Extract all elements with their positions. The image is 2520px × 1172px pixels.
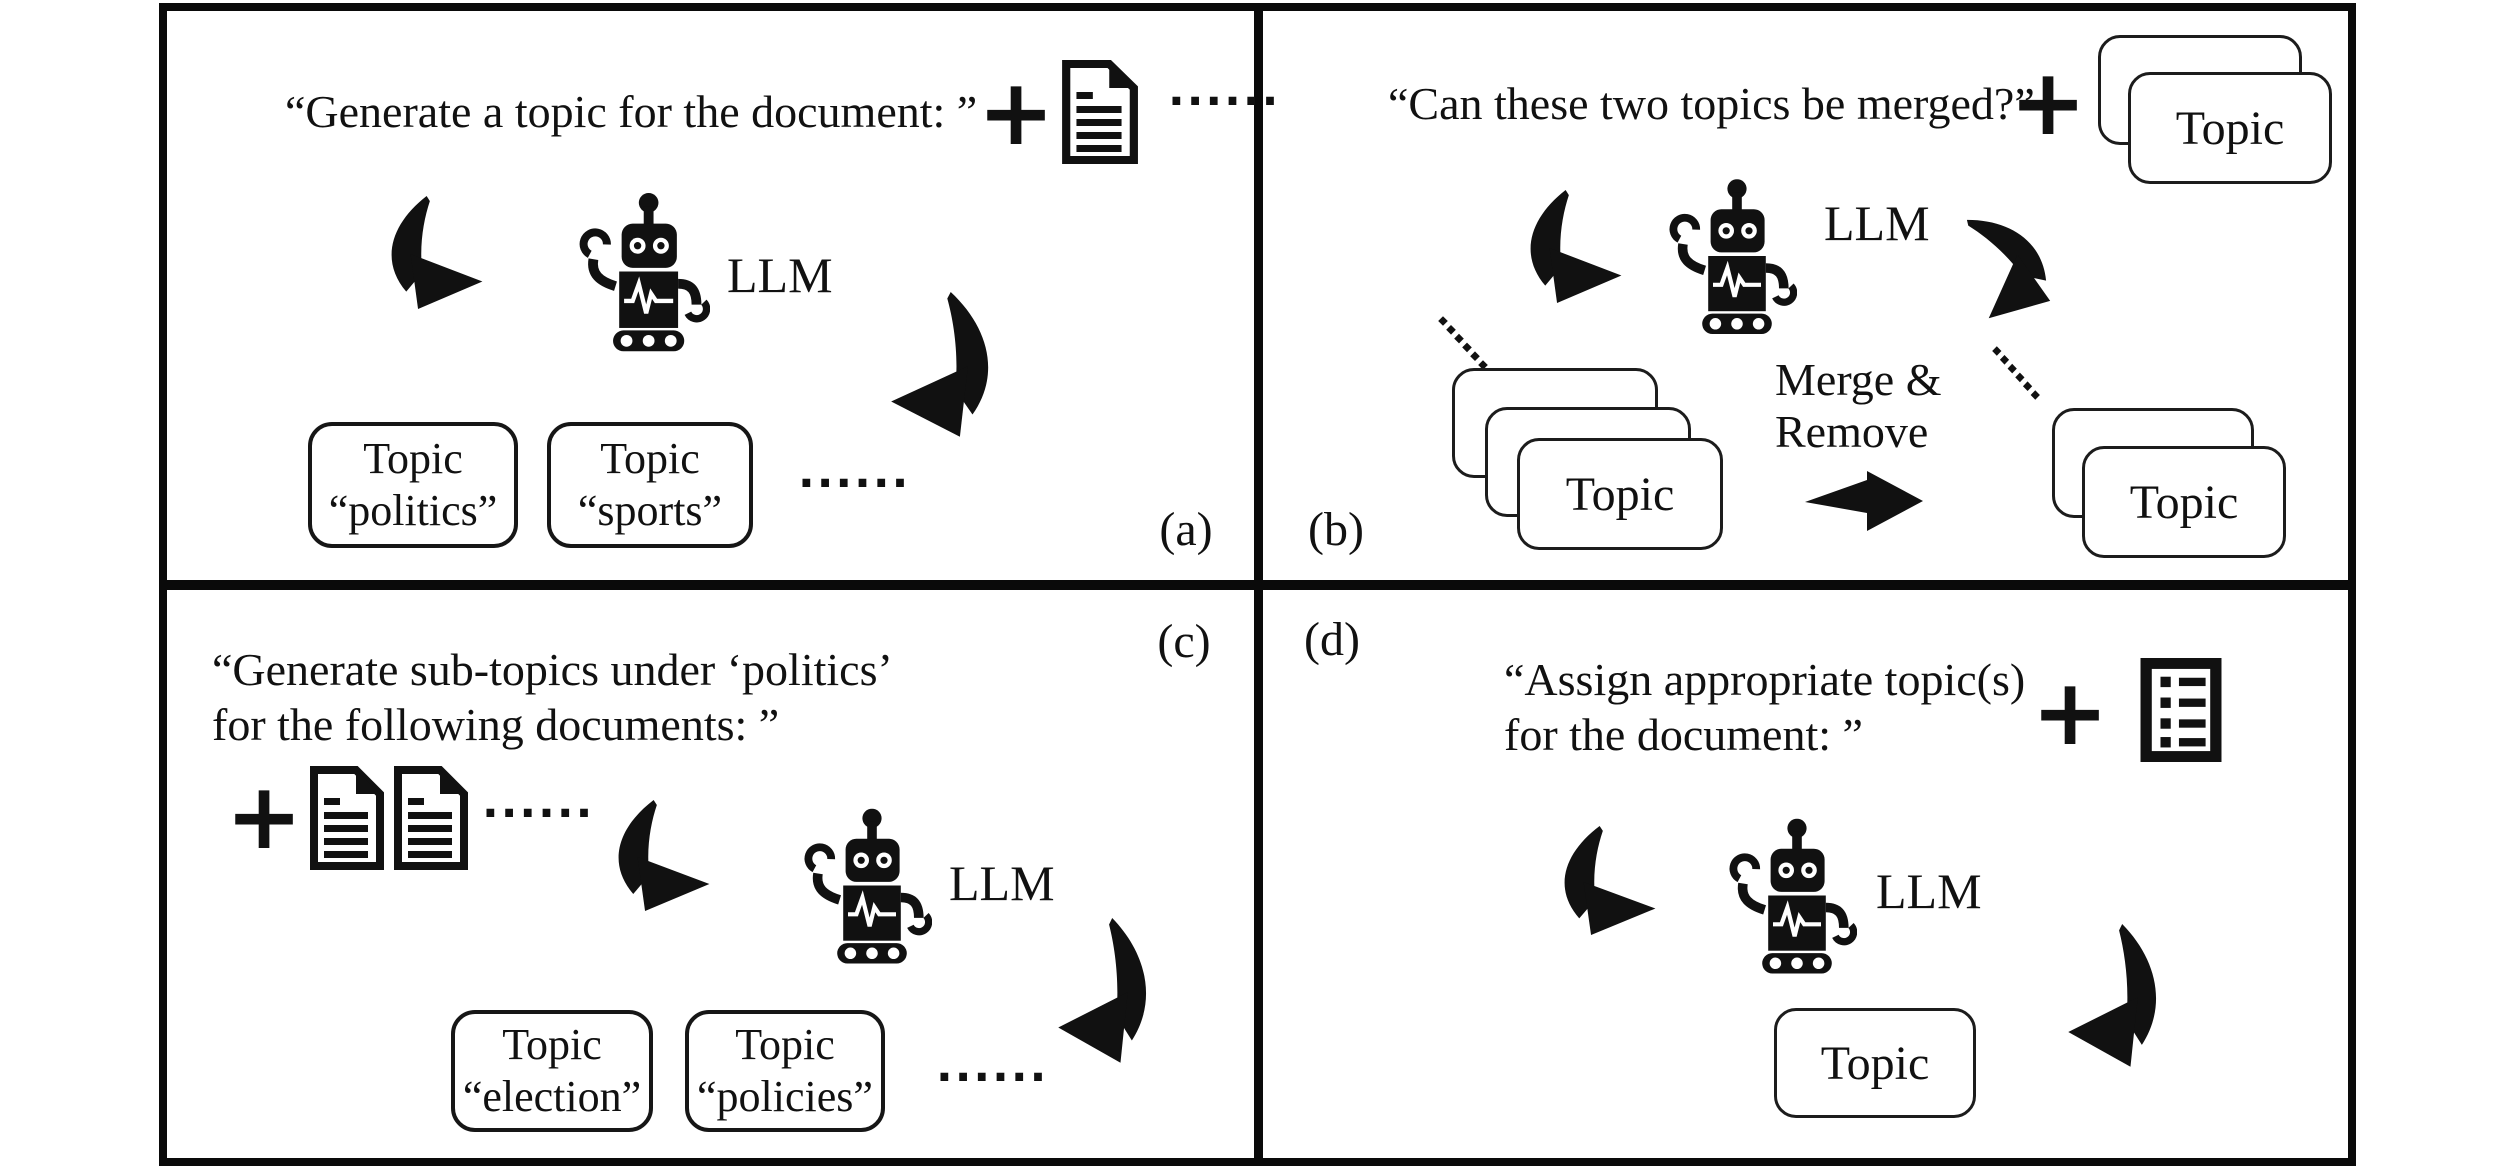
llm-label: LLM	[949, 855, 1055, 911]
llm-label: LLM	[727, 247, 833, 303]
curved-arrow-down-left-icon	[1050, 918, 1164, 1064]
curved-arrow-down-right-icon	[1546, 826, 1664, 936]
curved-arrow-down-left-icon	[882, 292, 1008, 438]
topic-card-label: Topic	[2129, 475, 2239, 529]
topic-card: Topic	[2128, 72, 2332, 184]
topic-box: Topic	[1774, 1008, 1976, 1118]
topic-box: Topic “policies”	[685, 1010, 885, 1132]
topic-box-title: Topic	[735, 1020, 835, 1069]
prompt-text: “Generate a topic for the document: ”	[285, 86, 978, 137]
panel-label-a: (a)	[1159, 503, 1213, 556]
merge-remove-label: Merge & Remove	[1775, 354, 1942, 457]
ellipsis-dots: ······	[936, 1052, 1049, 1103]
llm-robot-icon	[800, 798, 932, 973]
plus-icon: +	[2009, 49, 2087, 156]
llm-robot-icon	[575, 183, 710, 360]
topic-card: Topic	[1517, 438, 1723, 550]
document-icon	[306, 766, 386, 870]
topic-box-value: “election”	[462, 1072, 642, 1121]
topic-card-label: Topic	[2175, 101, 2285, 155]
llm-robot-icon	[1665, 170, 1797, 342]
prompt-text: “Can these two topics be merged?”	[1388, 78, 2035, 129]
ellipsis-dots: ······	[1168, 76, 1281, 127]
topic-box-title: Topic	[600, 434, 700, 483]
topic-box-value: “politics”	[328, 486, 498, 535]
plus-icon: +	[977, 59, 1055, 166]
panel-label-b: (b)	[1308, 503, 1364, 556]
panel-label-d: (d)	[1304, 613, 1360, 666]
prompt-text: “Generate sub-topics under ‘politics’ fo…	[212, 644, 893, 750]
curved-arrow-down-left-icon	[2060, 924, 2174, 1068]
curved-arrow-down-icon	[1924, 188, 2080, 345]
llm-label: LLM	[1876, 863, 1982, 919]
horizontal-divider	[159, 580, 2356, 590]
topic-list-icon	[2140, 658, 2222, 762]
prompt-text: “Assign appropriate topic(s) for the doc…	[1504, 654, 2026, 760]
panel-label-c: (c)	[1157, 615, 1211, 668]
topic-box-value: “sports”	[577, 486, 723, 535]
ellipsis-dots: ······	[798, 458, 911, 509]
document-icon	[390, 766, 470, 870]
topic-box-title: Topic	[502, 1020, 602, 1069]
topic-box: Topic “sports”	[547, 422, 753, 548]
llm-label: LLM	[1824, 195, 1930, 251]
llm-robot-icon	[1725, 808, 1857, 983]
topic-card-label: Topic	[1820, 1036, 1930, 1090]
plus-icon: +	[225, 763, 303, 870]
ellipsis-dots: ······	[482, 788, 595, 839]
plus-icon: +	[2031, 659, 2109, 766]
right-arrow-icon	[1805, 468, 1927, 534]
topic-box: Topic “politics”	[308, 422, 518, 548]
document-icon	[1058, 60, 1140, 164]
topic-card: Topic	[2082, 446, 2286, 558]
topic-box-title: Topic	[363, 434, 463, 483]
topic-box-value: “policies”	[697, 1072, 873, 1121]
dotted-diagonal-line-icon	[1438, 316, 1490, 372]
curved-arrow-down-right-icon	[373, 196, 491, 310]
dotted-diagonal-line-icon	[1992, 346, 2042, 402]
topic-card-label: Topic	[1565, 467, 1675, 521]
curved-arrow-down-right-icon	[600, 800, 718, 912]
topic-box: Topic “election”	[451, 1010, 653, 1132]
curved-arrow-down-right-icon	[1512, 190, 1630, 304]
